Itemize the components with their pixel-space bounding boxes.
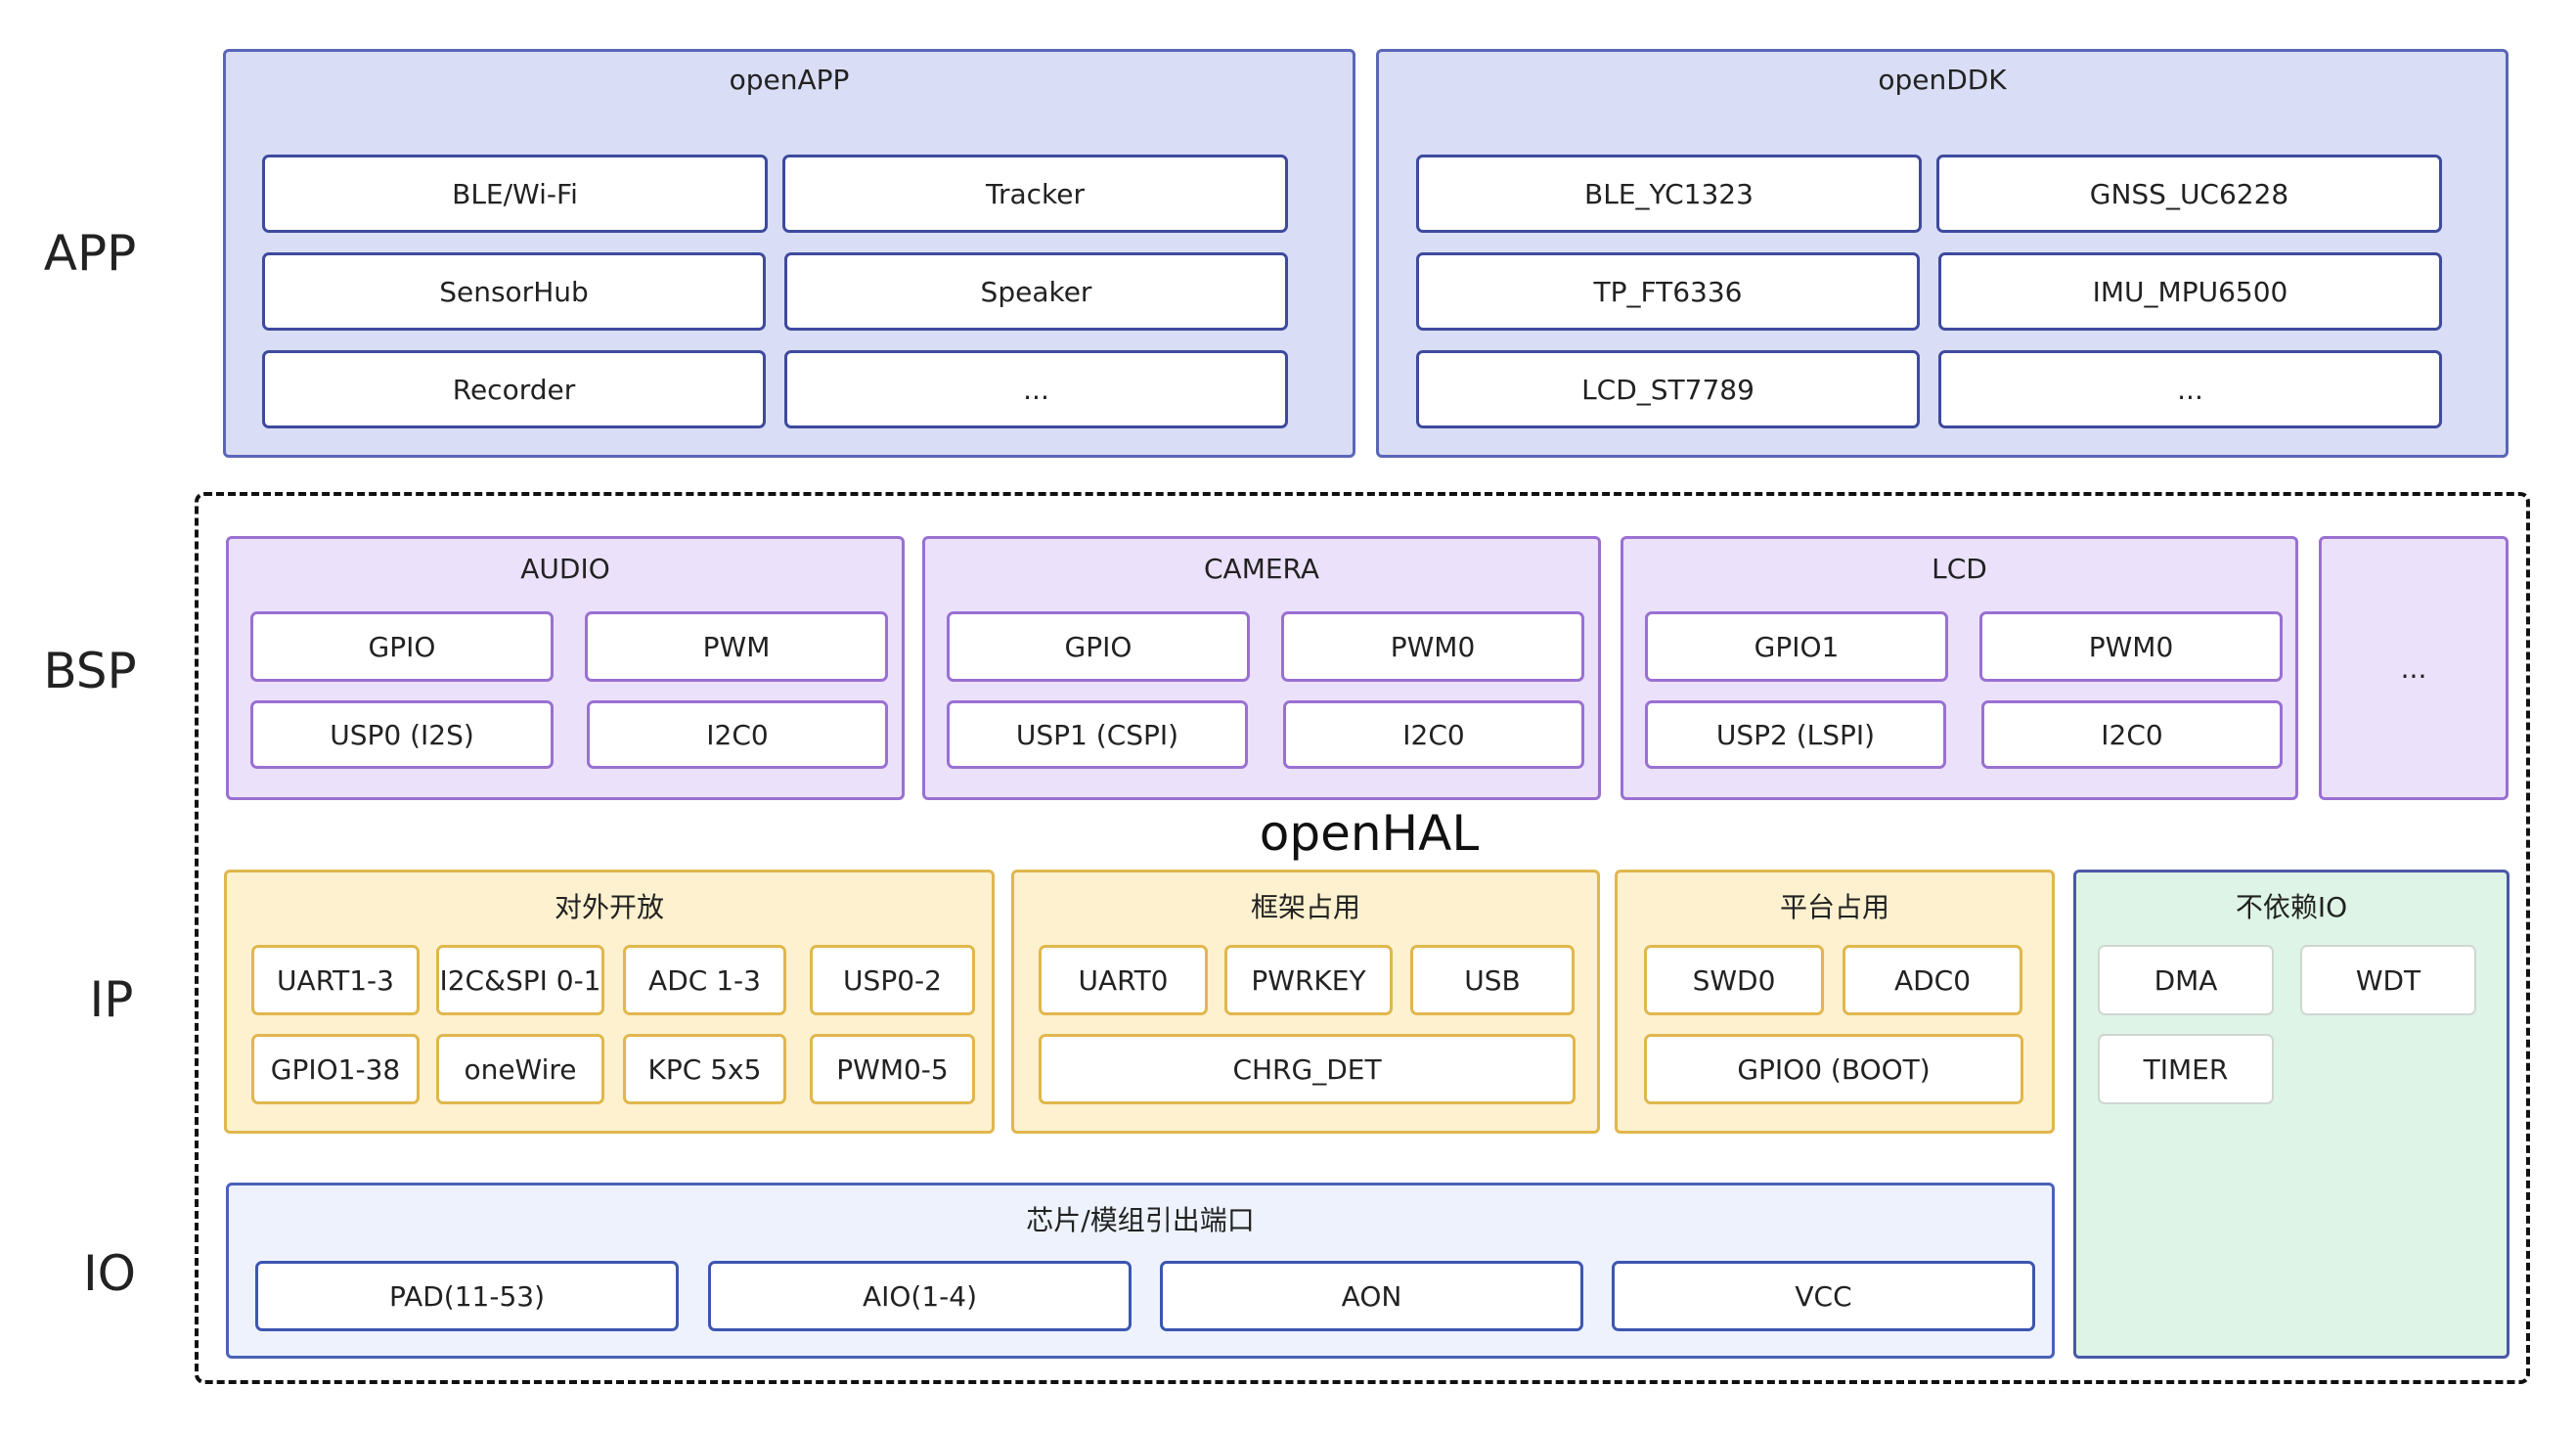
bsp-camera-pwm0: PWM0 bbox=[1281, 611, 1584, 682]
openddk-item-imu-mpu6500: IMU_MPU6500 bbox=[1938, 252, 2442, 331]
openhal-frame bbox=[195, 492, 2530, 1384]
ip-independent-group: 不依赖IO bbox=[2073, 870, 2509, 1359]
ip-independent-title: 不依赖IO bbox=[2235, 891, 2348, 923]
io-aio: AIO(1-4) bbox=[708, 1261, 1132, 1331]
bsp-camera-i2c0: I2C0 bbox=[1283, 700, 1584, 769]
ip-independent-wdt: WDT bbox=[2300, 945, 2476, 1015]
openhal-title: openHAL bbox=[1259, 805, 1480, 862]
layer-label-ip: IP bbox=[89, 971, 134, 1028]
ip-framework-pwrkey: PWRKEY bbox=[1224, 945, 1393, 1015]
openddk-item-ble-yc1323: BLE_YC1323 bbox=[1416, 155, 1922, 233]
io-aon: AON bbox=[1160, 1261, 1583, 1331]
ip-platform-gpio0-boot: GPIO0 (BOOT) bbox=[1644, 1034, 2023, 1104]
bsp-camera-usp1: USP1 (CSPI) bbox=[947, 700, 1248, 769]
ip-open-kpc: KPC 5x5 bbox=[623, 1034, 786, 1104]
ip-open-uart1-3: UART1-3 bbox=[251, 945, 420, 1015]
ip-open-pwm0-5: PWM0-5 bbox=[810, 1034, 975, 1104]
bsp-audio-pwm: PWM bbox=[585, 611, 888, 682]
ip-framework-usb: USB bbox=[1410, 945, 1575, 1015]
bsp-audio-title: AUDIO bbox=[520, 553, 610, 585]
bsp-lcd-pwm0: PWM0 bbox=[1979, 611, 2283, 682]
ip-framework-uart0: UART0 bbox=[1039, 945, 1208, 1015]
openddk-item-more: ... bbox=[1938, 350, 2442, 428]
ip-independent-timer: TIMER bbox=[2098, 1034, 2274, 1104]
ip-framework-chrg-det: CHRG_DET bbox=[1039, 1034, 1576, 1104]
ip-platform-title: 平台占用 bbox=[1779, 891, 1889, 923]
ip-independent-dma: DMA bbox=[2098, 945, 2274, 1015]
openapp-item-speaker: Speaker bbox=[784, 252, 1288, 331]
openapp-title: openAPP bbox=[729, 64, 850, 96]
bsp-camera-title: CAMERA bbox=[1203, 553, 1320, 585]
bsp-lcd-title: LCD bbox=[1932, 553, 1987, 585]
openddk-item-tp-ft6336: TP_FT6336 bbox=[1416, 252, 1920, 331]
layer-label-io: IO bbox=[82, 1245, 137, 1302]
ip-open-gpio1-38: GPIO1-38 bbox=[251, 1034, 420, 1104]
bsp-camera-gpio: GPIO bbox=[947, 611, 1250, 682]
bsp-lcd-i2c0: I2C0 bbox=[1981, 700, 2283, 769]
openapp-item-sensorhub: SensorHub bbox=[262, 252, 766, 331]
layer-label-app: APP bbox=[43, 225, 137, 282]
ip-open-adc1-3: ADC 1-3 bbox=[623, 945, 786, 1015]
ip-platform-swd0: SWD0 bbox=[1644, 945, 1824, 1015]
openapp-item-more: ... bbox=[784, 350, 1288, 428]
ip-open-usp0-2: USP0-2 bbox=[810, 945, 975, 1015]
bsp-audio-gpio: GPIO bbox=[250, 611, 554, 682]
openddk-title: openDDK bbox=[1878, 64, 2007, 96]
bsp-lcd-usp2: USP2 (LSPI) bbox=[1645, 700, 1946, 769]
io-title: 芯片/模组引出端口 bbox=[1026, 1204, 1255, 1236]
openapp-item-recorder: Recorder bbox=[262, 350, 766, 428]
ip-open-title: 对外开放 bbox=[554, 891, 664, 923]
openddk-item-gnss-uc6228: GNSS_UC6228 bbox=[1936, 155, 2442, 233]
bsp-audio-usp0: USP0 (I2S) bbox=[250, 700, 554, 769]
io-pad: PAD(11-53) bbox=[255, 1261, 679, 1331]
io-vcc: VCC bbox=[1612, 1261, 2035, 1331]
openddk-item-lcd-st7789: LCD_ST7789 bbox=[1416, 350, 1920, 428]
ip-open-onewire: oneWire bbox=[436, 1034, 604, 1104]
openapp-item-ble-wifi: BLE/Wi-Fi bbox=[262, 155, 768, 233]
bsp-lcd-gpio1: GPIO1 bbox=[1645, 611, 1948, 682]
ip-platform-adc0: ADC0 bbox=[1843, 945, 2022, 1015]
ip-framework-title: 框架占用 bbox=[1250, 891, 1360, 923]
bsp-more-group: ... bbox=[2319, 536, 2509, 800]
ip-open-i2c-spi: I2C&SPI 0-1 bbox=[436, 945, 604, 1015]
bsp-audio-i2c0: I2C0 bbox=[587, 700, 888, 769]
openapp-item-tracker: Tracker bbox=[782, 155, 1288, 233]
layer-label-bsp: BSP bbox=[43, 643, 137, 699]
